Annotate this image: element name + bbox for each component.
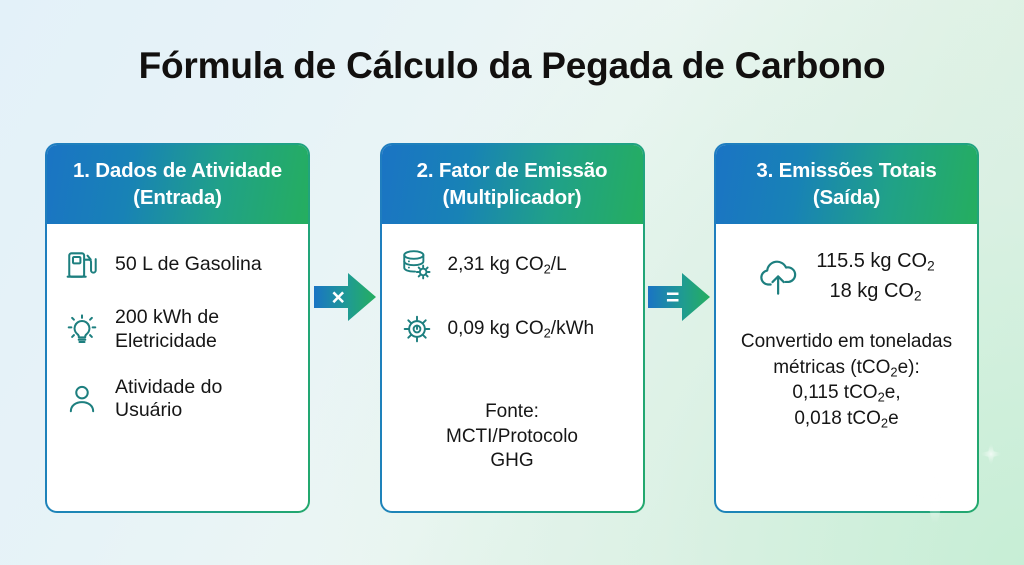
formula-flow: 1. Dados de Atividade (Entrada) 50: [45, 143, 979, 513]
list-item-label: Atividade do Usuário: [115, 375, 223, 422]
list-item: 50 L de Gasolina: [63, 246, 292, 284]
source-note: Fonte: MCTI/Protocolo GHG: [398, 400, 627, 474]
connector-multiply: ×: [310, 143, 380, 513]
emissions-summary: 115.5 kg CO2 18 kg CO2: [730, 250, 963, 303]
card-emission-factor-body: 2,31 kg CO2/L 0,09 kg CO2/kWh: [382, 224, 643, 511]
list-item: 2,31 kg CO2/L: [398, 246, 627, 284]
sparkle-decoration-small: [976, 439, 1006, 469]
gear-icon: [398, 310, 436, 348]
card-activity-data-header: 1. Dados de Atividade (Entrada): [47, 145, 308, 225]
user-icon: [63, 380, 101, 418]
arrow-symbol: =: [666, 283, 680, 310]
unit: /kWh: [550, 318, 595, 340]
card-header-line1: 3. Emissões Totais: [756, 159, 937, 182]
fuel-pump-icon: [63, 246, 101, 284]
card-total-emissions-header: 3. Emissões Totais (Saída): [716, 145, 977, 225]
database-gear-icon: [398, 246, 436, 284]
card-total-emissions: 3. Emissões Totais (Saída) 115.5 kg CO2 …: [714, 143, 979, 513]
value: 2,31 kg CO: [447, 254, 544, 276]
emission-value: 115.5 kg CO2: [816, 250, 935, 274]
list-item: 200 kWh de Eletricidade: [63, 306, 292, 354]
arrow-multiply: ×: [313, 271, 376, 323]
card-header-line2: (Saída): [812, 186, 881, 210]
subscript: 2: [543, 261, 551, 277]
card-header-line2: (Multiplicador): [442, 186, 582, 210]
value: 0,09 kg CO: [447, 318, 544, 340]
conversion-line1: Convertido em toneladas: [740, 331, 953, 353]
conversion-note: Convertido em toneladas métricas (tCO2e)…: [730, 329, 963, 431]
arrow-equals: =: [648, 271, 711, 323]
source-note-line2: MCTI/Protocolo: [446, 425, 578, 447]
card-header-line2: (Entrada): [133, 186, 222, 210]
conversion-line3: 0,115 tCO2e,: [792, 382, 901, 405]
lightbulb-icon: [63, 311, 101, 349]
arrow-symbol: ×: [331, 283, 345, 310]
activity-item-list: 50 L de Gasolina: [63, 246, 292, 423]
subscript: 2: [543, 325, 551, 341]
list-item-label: 50 L de Gasolina: [115, 253, 262, 276]
list-item: Atividade do Usuário: [63, 376, 292, 424]
emission-value: 18 kg CO2: [829, 279, 922, 304]
cloud-upload-icon: [758, 254, 804, 300]
card-total-emissions-body: 115.5 kg CO2 18 kg CO2 Convertido em ton…: [716, 224, 977, 511]
conversion-line4: 0,018 tCO2e: [794, 407, 899, 431]
list-item-label: 0,09 kg CO2/kWh: [448, 317, 595, 341]
emission-factor-list: 2,31 kg CO2/L 0,09 kg CO2/kWh: [398, 246, 627, 374]
list-item-label: 200 kWh de Eletricidade: [115, 306, 220, 352]
list-item-label: 2,31 kg CO2/L: [448, 253, 567, 277]
emissions-values: 115.5 kg CO2 18 kg CO2: [816, 250, 934, 303]
source-note-line3: GHG: [490, 450, 534, 472]
card-emission-factor: 2. Fator de Emissão (Multiplicador): [380, 143, 645, 513]
card-activity-data-body: 50 L de Gasolina: [47, 224, 308, 511]
card-activity-data: 1. Dados de Atividade (Entrada) 50: [45, 143, 310, 513]
card-emission-factor-header: 2. Fator de Emissão (Multiplicador): [381, 145, 643, 225]
list-item: 0,09 kg CO2/kWh: [398, 310, 627, 348]
source-note-line1: Fonte:: [485, 401, 539, 423]
unit: /L: [550, 254, 567, 276]
card-header-line1: 1. Dados de Atividade: [72, 159, 283, 182]
connector-equals: =: [645, 143, 715, 513]
card-header-line1: 2. Fator de Emissão: [416, 159, 608, 182]
conversion-line2: métricas (tCO2e):: [773, 356, 920, 379]
page-title: Fórmula de Cálculo da Pegada de Carbono: [138, 45, 886, 86]
